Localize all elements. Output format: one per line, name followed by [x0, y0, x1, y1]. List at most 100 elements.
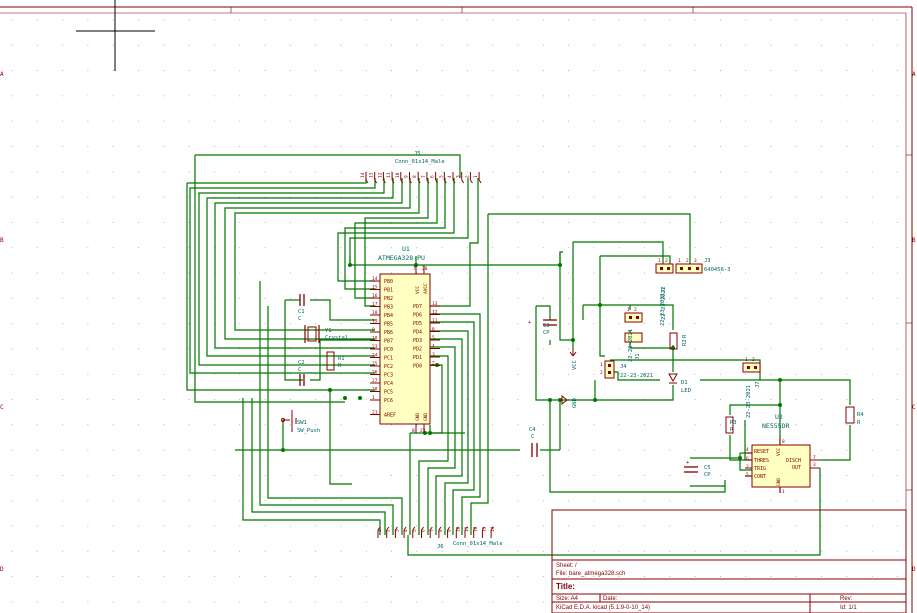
svg-text:7: 7 [813, 455, 816, 461]
u1-pin-name: PC0 [384, 347, 393, 353]
j8-value: 22-23-2021 [660, 293, 666, 326]
u2-value: NE555DR [762, 422, 789, 430]
wires [186, 154, 851, 556]
svg-text:2: 2 [686, 258, 689, 264]
capacitor-c3[interactable]: + C3 CP [528, 319, 557, 336]
connector-j3[interactable]: 1 2 3 J3 640456-3 [675, 258, 731, 274]
c5-ref: C5 [704, 465, 711, 471]
j6-pin-number: 1 [377, 529, 383, 532]
capacitor-c2[interactable]: C2 C [298, 360, 305, 386]
border-row-d-left: D [0, 566, 4, 573]
j5-pin-number: 5 [438, 175, 444, 178]
connector-j7[interactable]: 1 2 J7 22-23-2021 [742, 357, 761, 418]
title-block-kicad: KiCad E.D.A. kicad (5.1.9-0-10_14) [556, 605, 650, 611]
u1-pin-number: 4 [432, 344, 435, 350]
u1-pin-name: PC5 [384, 390, 393, 396]
u1-pin-number: 25 [372, 361, 378, 367]
connector-j4[interactable]: 1 2 J4 22-23-2021 [600, 360, 653, 379]
svg-text:3: 3 [694, 258, 697, 264]
j4-value: 22-23-2021 [620, 373, 653, 379]
j6-pin-number: 7 [429, 529, 435, 532]
svg-text:4: 4 [746, 447, 749, 453]
border-row-b-left: B [0, 237, 4, 244]
resistor-r1[interactable]: R1 R [326, 351, 345, 371]
crystal-y1[interactable]: Y1 Crystal [304, 325, 348, 343]
j1-value: 22-23-2021 [628, 329, 634, 362]
j5-pin-number: 13 [369, 172, 375, 178]
u1-pin-name: PD3 [413, 338, 422, 344]
connector-j1[interactable]: J1 22-23-2021 [624, 329, 643, 362]
u1-pin-number: 13 [432, 301, 438, 307]
capacitor-c1[interactable]: C1 C [298, 294, 305, 322]
u1-pin-name: PD6 [413, 313, 422, 319]
j7-ref: J7 [755, 381, 761, 388]
svg-text:2: 2 [600, 370, 603, 376]
j2-ref: J2 [661, 286, 667, 293]
u1-pin-name: PD7 [413, 304, 422, 310]
led-d1[interactable]: D1 LED [668, 373, 691, 394]
capacitor-c5[interactable]: + C5 CP [684, 460, 711, 478]
svg-text:8: 8 [782, 439, 785, 445]
j5-pin-number: 1 [473, 175, 479, 178]
u1-pin-number: 26 [372, 370, 378, 376]
j5-pin-number: 8 [412, 175, 418, 178]
title-block-rev: Rev: [840, 596, 853, 602]
d1-ref: D1 [681, 380, 688, 386]
svg-text:20: 20 [422, 266, 428, 272]
svg-text:AVCC: AVCC [423, 283, 429, 294]
resistor-r3[interactable]: R3 R [725, 416, 737, 434]
c4-ref: C4 [529, 427, 536, 433]
j6-pin-number: 5 [412, 529, 418, 532]
svg-text:1: 1 [600, 362, 603, 368]
title-block: Sheet: / File: bare_atmega328.sch Title:… [551, 509, 907, 613]
u1-pin-number: 11 [432, 318, 438, 324]
timer-u2[interactable]: U2 NE555DR RESET THRES TRIG CONT DISCH O… [745, 413, 820, 495]
svg-text:TRIG: TRIG [754, 466, 766, 472]
j5-pin-number: 11 [386, 172, 392, 178]
border-row-c-left: C [0, 404, 4, 411]
connector-j2[interactable]: 1 2 J2 22-23-2021 [655, 258, 674, 320]
u1-pin-number: 2 [432, 361, 435, 367]
switch-sw1[interactable]: SW1 SW_Push [281, 410, 321, 434]
u1-pin-name: PC1 [384, 356, 393, 362]
j5-pin-number: 10 [395, 172, 401, 178]
u1-ref: U1 [402, 245, 410, 253]
r1-ref: R1 [338, 356, 345, 362]
u2-ref: U2 [775, 413, 783, 421]
j6-pin-number: 6 [421, 529, 427, 532]
u1-pin-number: 27 [372, 378, 378, 384]
r2-value: R [682, 334, 688, 338]
resistor-r4[interactable]: R4 R [845, 406, 864, 426]
gnd-label: GND [572, 398, 578, 408]
svg-text:5: 5 [746, 472, 749, 478]
resistor-r2[interactable]: R2 R [669, 332, 688, 350]
u1-pin-number: 16 [372, 293, 378, 299]
u1-pin-number: 10 [372, 336, 378, 342]
u1-pin-name: PD1 [413, 355, 422, 361]
r3-ref: R3 [730, 420, 737, 426]
capacitor-c4[interactable]: C4 C [529, 427, 538, 457]
j5-pin-number: 4 [447, 175, 453, 178]
j1-ref: J1 [635, 353, 641, 360]
j5-pin-number: 3 [456, 175, 462, 178]
u1-pin-number: 21 [372, 410, 378, 416]
svg-text:+: + [686, 460, 690, 466]
u1-pin-name: PB4 [384, 313, 393, 319]
border-row-b: B [912, 237, 916, 244]
u1-pin-number: 19 [372, 319, 378, 325]
title-block-size: Size: A4 [556, 596, 579, 602]
svg-text:7: 7 [413, 266, 416, 272]
connector-j8[interactable]: 1 2 22-23-2021 [624, 293, 666, 326]
svg-text:2: 2 [752, 357, 755, 363]
sw1-ref: SW1 [297, 420, 307, 426]
u1-pin-number: 23 [372, 344, 378, 350]
u1-pin-name: PB0 [384, 279, 393, 285]
c2-value: C [298, 367, 301, 373]
u1-pin-number: 9 [372, 327, 375, 333]
j4-ref: J4 [620, 364, 627, 370]
